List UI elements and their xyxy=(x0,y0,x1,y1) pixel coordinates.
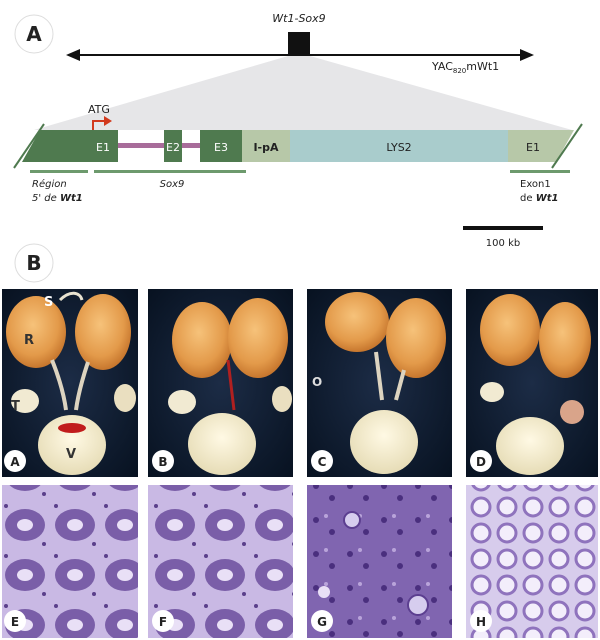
exon-e3-label: E3 xyxy=(214,141,228,154)
intron-2 xyxy=(182,143,200,148)
histology-f: F xyxy=(148,485,293,638)
adrenal xyxy=(58,291,84,302)
panel-b-badge-circle xyxy=(14,243,54,283)
sub-badge-h: H xyxy=(476,615,486,629)
hemorrhage xyxy=(226,359,236,411)
kidney-left xyxy=(480,294,540,366)
right-cut-mark xyxy=(551,123,583,169)
panel-a: A Wt1-Sox9 YAC820mWt1 ATG E1 E2 E3 I-pA … xyxy=(13,12,583,249)
intron-1 xyxy=(118,143,164,148)
yac-name: YAC820mWt1 xyxy=(431,60,499,75)
kidney-right xyxy=(386,298,446,378)
histology-e: E xyxy=(2,485,138,638)
urogenital-photo-a: S R T V A xyxy=(2,289,138,477)
sub-badge-g-circle xyxy=(311,610,333,632)
kidney-right xyxy=(228,298,288,378)
bladder xyxy=(188,413,256,475)
bladder xyxy=(496,417,564,475)
scale-label: 100 kb xyxy=(486,238,520,249)
follicle xyxy=(318,586,330,598)
sox9-label: Sox9 xyxy=(160,179,185,190)
sub-badge-a: A xyxy=(10,455,20,469)
yac-arrow-left xyxy=(66,49,80,61)
exon-e1-right-label: E1 xyxy=(526,141,540,154)
urogenital-photo-b: B xyxy=(148,289,293,477)
atg-label: ATG xyxy=(88,103,110,116)
exon-e1-label: E1 xyxy=(96,141,110,154)
bladder xyxy=(38,415,106,475)
exon1-label-line1: Exon1 xyxy=(520,179,551,190)
exon-e3 xyxy=(200,130,242,162)
kidney-left xyxy=(172,302,232,378)
zoom-wedge xyxy=(34,56,572,130)
sox9-underline xyxy=(94,170,246,173)
urogenital-photo-d: D xyxy=(466,289,598,477)
sub-badge-d: D xyxy=(476,455,486,469)
ipa-block xyxy=(242,130,290,162)
yac-insert-block xyxy=(288,32,310,56)
sub-badge-e: E xyxy=(11,615,19,629)
label-r: R xyxy=(24,333,34,348)
kidney-right xyxy=(539,302,591,378)
oocyte xyxy=(343,511,361,529)
kidney-left xyxy=(6,296,66,368)
sub-badge-c-circle xyxy=(311,450,333,472)
label-o: O xyxy=(312,375,322,389)
exon1-underline xyxy=(510,170,570,173)
sub-badge-a-circle xyxy=(4,450,26,472)
testis-left xyxy=(480,382,504,402)
exon-e1 xyxy=(88,130,118,162)
histology-g: G xyxy=(307,485,452,638)
yac-arrow-right xyxy=(520,49,534,61)
ureters xyxy=(50,359,90,411)
label-t: T xyxy=(11,399,20,414)
testis-right xyxy=(272,386,292,412)
lys2-block xyxy=(290,130,508,162)
region-underline xyxy=(30,170,88,173)
sub-badge-b: B xyxy=(158,455,167,469)
testis-right xyxy=(560,400,584,424)
sub-badge-f: F xyxy=(159,615,167,629)
label-s: S xyxy=(44,295,53,310)
testis-left xyxy=(168,390,196,414)
panel-b-badge: B xyxy=(26,251,41,275)
label-v: V xyxy=(66,447,76,462)
sub-badge-h-circle xyxy=(470,610,492,632)
ipa-label: I-pA xyxy=(253,141,279,154)
panel-b: B S R T V A B xyxy=(2,243,598,638)
testis-left xyxy=(11,389,39,413)
kidney-left xyxy=(325,292,389,352)
yac-title: Wt1-Sox9 xyxy=(272,12,325,25)
scale-bar xyxy=(463,226,543,230)
sub-badge-d-circle xyxy=(470,450,492,472)
exon1-wt1-block xyxy=(508,130,574,162)
region-label-line1: Région xyxy=(32,178,67,190)
sub-badge-b-circle xyxy=(152,450,174,472)
sub-badge-e-circle xyxy=(4,610,26,632)
lys2-label: LYS2 xyxy=(386,141,411,154)
testis-right xyxy=(114,384,136,412)
bladder xyxy=(350,410,418,474)
exon1-label-line2: de Wt1 xyxy=(520,193,558,204)
atg-arrow-stem xyxy=(92,120,107,133)
exon-e2-label: E2 xyxy=(166,141,180,154)
sub-badge-c: C xyxy=(318,455,327,469)
region-label-line2: 5' de Wt1 xyxy=(32,193,83,204)
panel-a-badge: A xyxy=(26,22,42,46)
bladder-blood xyxy=(58,423,86,433)
kidney-right xyxy=(75,294,131,370)
urogenital-photo-c: O C xyxy=(307,289,452,477)
region-5prime-block xyxy=(22,130,88,162)
ureters xyxy=(374,351,406,401)
panel-a-badge-circle xyxy=(14,14,54,54)
exon-e2 xyxy=(164,130,182,162)
histology-h: H xyxy=(466,485,598,638)
sub-badge-f-circle xyxy=(152,610,174,632)
left-cut-mark xyxy=(13,123,45,169)
oocyte xyxy=(407,594,429,616)
atg-arrow-head xyxy=(104,116,112,126)
sub-badge-g: G xyxy=(317,615,327,629)
